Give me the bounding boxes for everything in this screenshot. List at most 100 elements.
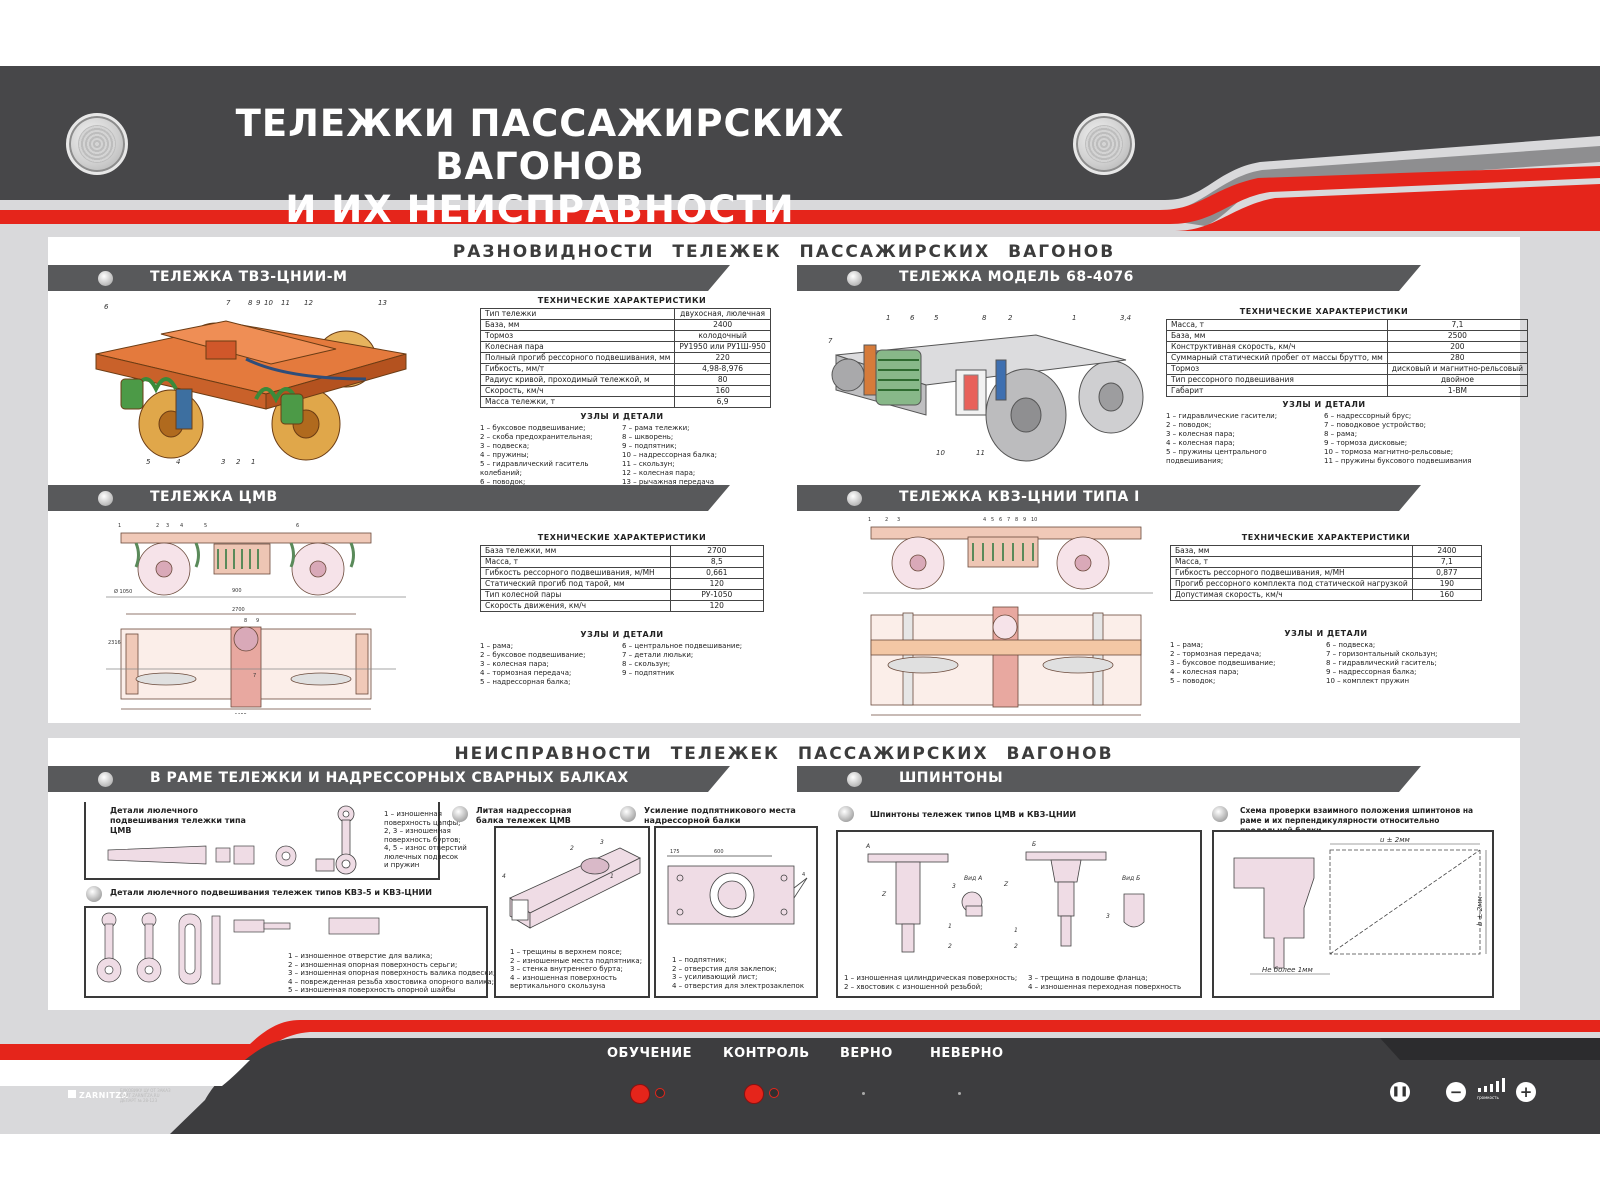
list-item: 13 – рычажная передача [622, 478, 715, 486]
svg-text:7: 7 [253, 673, 256, 679]
list-item: САЙТ ZARNITZA.RU [120, 1093, 160, 1098]
control-indicator-led[interactable] [744, 1084, 764, 1104]
spec-name: Конструктивная скорость, км/ч [1166, 341, 1388, 353]
footer-bar [0, 1020, 1600, 1134]
list-item: 4 – поврежденная резьба хвостовика опорн… [288, 977, 495, 986]
list-item: 2 – тормозная передача; [1170, 650, 1262, 658]
m68-parts: УЗЛЫ И ДЕТАЛИ 1 – гидравлические гасител… [1166, 400, 1482, 466]
svg-text:5: 5 [204, 523, 207, 529]
list-item: 2 – отверстия для заклепок; [672, 964, 777, 973]
cmv-dim-900: 900 [232, 588, 242, 594]
spec-value: 200 [1386, 341, 1529, 353]
list-item: 5 – гидравлический гаситель [480, 460, 589, 468]
volume-down-button[interactable]: − [1446, 1082, 1466, 1102]
list-item: 3 – усиливающий лист; [672, 973, 758, 981]
band-pins: ШПИНТОНЫ [797, 766, 1421, 792]
list-item: 4 – отверстия для электрозаклепок [672, 981, 805, 990]
svg-text:2: 2 [948, 943, 952, 950]
svg-text:Б: Б [1032, 841, 1036, 848]
spec-value: 6,9 [674, 396, 771, 408]
m68-specs-caption: ТЕХНИЧЕСКИЕ ХАРАКТЕРИСТИКИ [1239, 307, 1409, 316]
svg-text:7: 7 [828, 337, 833, 345]
pause-button[interactable]: ❚❚ [1390, 1082, 1410, 1102]
list-item: 5 – поводок; [1170, 677, 1216, 685]
spec-name: Гибкость рессорного подвешивания, м/МН [1170, 567, 1413, 579]
band-tvz: ТЕЛЕЖКА ТВЗ-ЦНИИ-М [48, 265, 730, 291]
list-item: 1 – буксовое подвешивание; [480, 424, 586, 432]
spec-value: 220 [674, 352, 771, 364]
cmv-dim-2316: 2316 [108, 640, 121, 646]
svg-text:8: 8 [1015, 517, 1018, 523]
svg-text:1: 1 [1072, 315, 1076, 322]
svg-text:Z: Z [881, 891, 887, 898]
cmv-link-drawing [315, 805, 357, 875]
spec-row: Суммарный статический пробег от массы бр… [1166, 352, 1529, 364]
list-item: 1 – изношенная [384, 810, 442, 818]
cmv-specs: ТЕХНИЧЕСКИЕ ХАРАКТЕРИСТИКИ База тележки,… [480, 533, 765, 612]
band-bullet-icon [98, 271, 113, 286]
list-item: 4, 5 – износ отверстий [384, 844, 467, 852]
spec-value: 2700 [669, 545, 765, 557]
varieties-panel: РАЗНОВИДНОСТИ ТЕЛЕЖЕК ПАССАЖИРСКИХ ВАГОН… [48, 237, 1529, 723]
list-item: 3 – колесная пара; [1166, 430, 1235, 438]
spec-name: Масса, т [1166, 319, 1388, 331]
mode-control-button[interactable]: КОНТРОЛЬ [723, 1046, 810, 1061]
spec-name: Радиус кривой, проходимый тележкой, м [479, 374, 676, 386]
svg-text:5: 5 [991, 517, 994, 523]
svg-text:12: 12 [304, 299, 313, 307]
learning-indicator-led[interactable] [630, 1084, 650, 1104]
volume-level-icon [1478, 1078, 1505, 1092]
spec-name: Габарит [1166, 385, 1388, 397]
spec-value: 1-ВМ [1386, 385, 1529, 397]
wrong-indicator [958, 1092, 961, 1095]
reinforce-dim-175: 175 [670, 849, 680, 855]
volume-up-button[interactable]: + [1516, 1082, 1536, 1102]
m68-parts-caption: УЗЛЫ И ДЕТАЛИ [1282, 400, 1366, 409]
list-item: 3 – буксовое подвешивание; [1170, 659, 1276, 667]
list-item: 6 – центральное подвешивание; [622, 642, 743, 650]
list-item: 9 – тормоза дисковые; [1324, 439, 1408, 447]
svg-text:1: 1 [886, 315, 890, 322]
list-item: 1 – изношенное отверстие для валика; [288, 952, 433, 960]
spec-name: Тип тележки [479, 308, 676, 320]
tvz-parts: УЗЛЫ И ДЕТАЛИ 1 – буксовое подвешивание;… [480, 412, 764, 487]
svg-text:6: 6 [104, 303, 109, 311]
list-item: 4 – тормозная передача; [480, 669, 572, 677]
band-kvz: ТЕЛЕЖКА КВЗ-ЦНИИ ТИПА I [797, 485, 1421, 511]
svg-text:8: 8 [982, 315, 987, 322]
mode-learning-button[interactable]: ОБУЧЕНИЕ [607, 1046, 693, 1061]
list-item: 10 – комплект пружин [1326, 677, 1410, 685]
list-item: поверхность буртов; [384, 835, 461, 844]
svg-text:1: 1 [251, 458, 255, 466]
scheme-dim-top: u ± 2мм [1380, 836, 1410, 844]
spec-name: Масса тележки, т [479, 396, 676, 408]
spec-value: 0,661 [669, 567, 765, 579]
svg-text:4: 4 [180, 523, 183, 529]
list-item: 1 – рама; [480, 642, 514, 650]
svg-text:1: 1 [868, 517, 871, 523]
list-item: 4 – изношенная переходная поверхность [1028, 982, 1182, 991]
pins-notes-left: 1 – изношенная цилиндрическая поверхност… [844, 974, 1017, 991]
kvz-specs-caption: ТЕХНИЧЕСКИЕ ХАРАКТЕРИСТИКИ [1241, 533, 1411, 542]
kvz-parts-caption: УЗЛЫ И ДЕТАЛИ [1284, 629, 1368, 638]
title-line-2: И ИХ НЕИСПРАВНОСТИ [285, 188, 795, 231]
kvz-suspension-drawing [96, 912, 380, 985]
spec-value: 2400 [1411, 545, 1483, 557]
svg-text:6: 6 [296, 523, 299, 529]
spec-name: Полный прогиб рессорного подвешивания, м… [479, 352, 676, 364]
spec-value: 7,1 [1386, 319, 1529, 331]
band-frame-label: В РАМЕ ТЕЛЕЖКИ И НАДРЕССОРНЫХ СВАРНЫХ БА… [150, 770, 629, 786]
spec-name: Скорость, км/ч [479, 385, 676, 397]
